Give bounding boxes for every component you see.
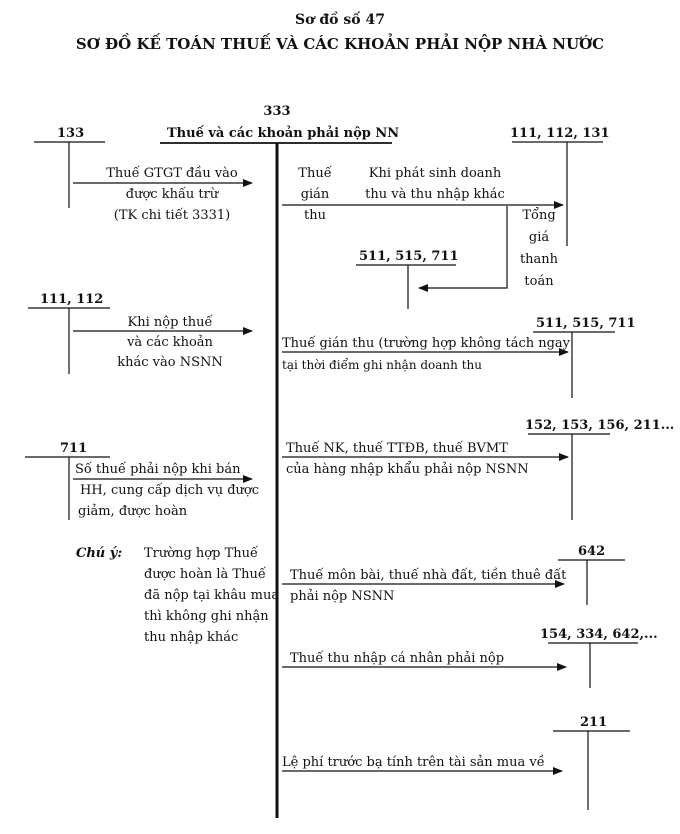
account-133-label: 133 <box>57 126 85 141</box>
entry-indirect-3: thu <box>304 208 326 223</box>
account-642-label: 642 <box>578 544 606 559</box>
entry-license-1: Thuế môn bài, thuế nhà đất, tiền thuê đấ… <box>290 568 567 583</box>
entry-import-2: của hàng nhập khẩu phải nộp NSNN <box>286 462 529 477</box>
entry-license-2: phải nộp NSNN <box>290 589 395 604</box>
diagram-title: SƠ ĐỒ KẾ TOÁN THUẾ VÀ CÁC KHOẢN PHẢI NỘP… <box>75 35 605 53</box>
account-152-label: 152, 153, 156, 211... <box>525 418 675 433</box>
entry-revenue-2: thu và thu nhập khác <box>365 187 505 202</box>
entry-pay-3: khác vào NSNN <box>117 355 223 370</box>
entry-pit: Thuế thu nhập cá nhân phải nộp <box>290 651 505 666</box>
entry-pay-1: Khi nộp thuế <box>127 315 213 330</box>
entry-revenue-1: Khi phát sinh doanh <box>368 166 502 181</box>
account-211-label: 211 <box>580 715 608 730</box>
note-label: Chú ý: <box>76 546 123 561</box>
entry-total-2: giá <box>528 230 550 245</box>
entry-vat-input-3: (TK chi tiết 3331) <box>113 208 231 223</box>
entry-total-1: Tổng <box>522 208 556 223</box>
account-154-label: 154, 334, 642,... <box>540 627 658 642</box>
account-111-112-131-label: 111, 112, 131 <box>510 126 610 141</box>
entry-indirect-sep-2: tại thời điểm ghi nhận doanh thu <box>282 358 482 372</box>
account-511-b-label: 511, 515, 711 <box>536 316 636 331</box>
note-line-3: đã nộp tại khâu mua <box>144 588 280 603</box>
center-account-name: Thuế và các khoản phải nộp NN <box>167 126 400 141</box>
account-711-label: 711 <box>60 441 88 456</box>
note-line-1: Trường hợp Thuế <box>144 546 258 561</box>
account-111-112-label: 111, 112 <box>40 292 104 307</box>
entry-vat-input-2: được khấu trừ <box>125 187 219 202</box>
note-line-4: thì không ghi nhận <box>144 609 269 624</box>
note-line-5: thu nhập khác <box>144 630 239 645</box>
entry-reduce-2: HH, cung cấp dịch vụ được <box>80 483 260 498</box>
account-511-a-label: 511, 515, 711 <box>359 249 459 264</box>
entry-total-4: toán <box>524 274 554 289</box>
entry-reg-fee: Lệ phí trước bạ tính trên tài sản mua về <box>282 755 545 770</box>
note-line-2: được hoàn là Thuế <box>144 567 266 582</box>
entry-pay-2: và các khoản <box>127 335 213 350</box>
arrow-revenue-to-511 <box>418 206 508 292</box>
entry-vat-input-1: Thuế GTGT đầu vào <box>106 166 238 181</box>
diagram-number: Sơ đồ số 47 <box>295 12 385 28</box>
entry-total-3: thanh <box>519 252 559 267</box>
entry-reduce-3: giảm, được hoàn <box>78 504 188 519</box>
entry-import-1: Thuế NK, thuế TTĐB, thuế BVMT <box>286 441 508 456</box>
entry-indirect-2: gián <box>300 187 330 202</box>
entry-indirect-sep-1: Thuế gián thu (trường hợp không tách nga… <box>282 336 571 351</box>
entry-reduce-1: Số thuế phải nộp khi bán <box>75 462 241 477</box>
entry-indirect-1: Thuế <box>298 166 332 181</box>
center-account-code: 333 <box>263 104 291 119</box>
